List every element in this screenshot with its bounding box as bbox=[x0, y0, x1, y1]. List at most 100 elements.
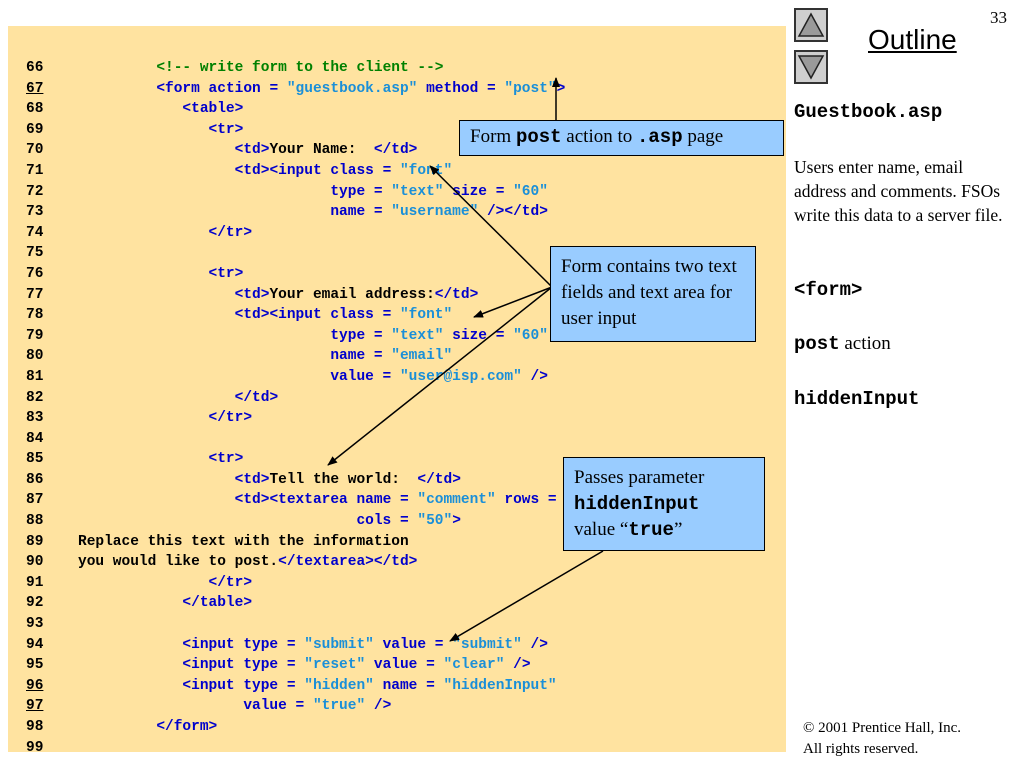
code-line: 77 <td>Your email address:</td> bbox=[26, 285, 591, 306]
line-number: 76 bbox=[26, 265, 44, 282]
code-token: "reset" bbox=[304, 657, 366, 674]
previous-slide-button[interactable] bbox=[794, 8, 828, 42]
slide-number: 33 bbox=[990, 8, 1007, 27]
code-line: 72 type = "text" size = "60" bbox=[26, 182, 591, 203]
code-token: > bbox=[556, 80, 566, 97]
callout-code: post bbox=[515, 126, 562, 148]
line-number: 85 bbox=[26, 451, 44, 468]
copyright-notice: © 2001 Prentice Hall, Inc. All rights re… bbox=[803, 718, 961, 760]
code-token: value = bbox=[373, 636, 453, 653]
code-token: "user@isp.com" bbox=[399, 368, 522, 385]
code-token: "post" bbox=[504, 80, 557, 97]
line-number: 75 bbox=[26, 245, 44, 262]
code-token: > bbox=[452, 513, 461, 530]
code-token: method = bbox=[417, 80, 505, 97]
line-number: 72 bbox=[26, 183, 44, 200]
sidebar-term-post: post action bbox=[794, 333, 891, 355]
code-line: 85 <tr> bbox=[26, 449, 591, 470]
line-number: 87 bbox=[26, 492, 44, 509]
term-text: action bbox=[839, 333, 891, 354]
code-line: 83 </tr> bbox=[26, 408, 591, 429]
code-token: Replace this text with the information bbox=[78, 533, 409, 550]
line-number: 82 bbox=[26, 389, 44, 406]
code-line: 95 <input type = "reset" value = "clear"… bbox=[26, 655, 591, 676]
code-line: 92 </table> bbox=[26, 593, 591, 614]
callout-text: value “ bbox=[574, 519, 629, 540]
code-token: name = bbox=[330, 348, 392, 365]
code-token: Tell the world: bbox=[269, 471, 418, 488]
code-token: <form action = bbox=[156, 80, 287, 97]
line-number: 69 bbox=[26, 121, 44, 138]
callout-text: page bbox=[682, 126, 724, 147]
code-token: value = bbox=[365, 657, 444, 674]
line-number: 83 bbox=[26, 410, 44, 427]
line-number: 99 bbox=[26, 739, 44, 756]
code-token: <td> bbox=[234, 471, 270, 488]
code-token: </tr> bbox=[208, 410, 253, 427]
sidebar-description: Users enter name, email address and comm… bbox=[794, 157, 1003, 225]
code-token: "text" bbox=[391, 327, 444, 344]
line-number: 84 bbox=[26, 430, 44, 447]
code-token: </table> bbox=[182, 595, 253, 612]
code-token: "email" bbox=[391, 348, 453, 365]
callout-text: action to bbox=[561, 126, 637, 147]
copyright-line: All rights reserved. bbox=[803, 741, 919, 757]
code-line: 69 <tr> bbox=[26, 120, 591, 141]
callout-form-post-action: Form post action to .asp page bbox=[459, 120, 784, 156]
callout-hidden-input: Passes parameter hiddenInput value “true… bbox=[563, 457, 765, 551]
code-token: <td> bbox=[234, 142, 270, 159]
line-number: 66 bbox=[26, 60, 44, 76]
callout-text: Passes parameter bbox=[574, 467, 705, 488]
code-token: /></td> bbox=[478, 204, 548, 221]
code-token: Your Name: bbox=[269, 142, 374, 159]
next-slide-button[interactable] bbox=[794, 50, 828, 84]
code-token: size = bbox=[443, 327, 514, 344]
line-number: 90 bbox=[26, 554, 44, 571]
line-number: 81 bbox=[26, 368, 44, 385]
line-number: 93 bbox=[26, 616, 44, 633]
code-line: 79 type = "text" size = "60" bbox=[26, 326, 591, 347]
callout-code: true bbox=[628, 519, 674, 541]
code-token: "submit" bbox=[452, 636, 522, 653]
outline-link[interactable]: Outline bbox=[868, 24, 957, 55]
code-token: <td><input class = bbox=[234, 162, 400, 179]
callout-text: Form bbox=[470, 126, 516, 147]
code-token: Your email address: bbox=[269, 286, 435, 303]
code-token: /> bbox=[521, 636, 548, 653]
code-token: "60" bbox=[513, 327, 548, 344]
triangle-down-icon bbox=[797, 55, 825, 80]
code-line: 74 </tr> bbox=[26, 223, 591, 244]
code-line: 78 <td><input class = "font" bbox=[26, 305, 591, 326]
code-token: </td> bbox=[373, 142, 418, 159]
code-line: 84 bbox=[26, 429, 591, 450]
line-number: 77 bbox=[26, 286, 44, 303]
sidebar-term-hiddeninput: hiddenInput bbox=[794, 388, 919, 410]
arrow-to-username-field bbox=[429, 165, 553, 288]
line-number: 94 bbox=[26, 636, 44, 653]
code-token: you would like to post. bbox=[78, 554, 279, 571]
code-token: <td> bbox=[234, 286, 270, 303]
code-token: cols = bbox=[356, 513, 418, 530]
code-line: 96 <input type = "hidden" name = "hidden… bbox=[26, 676, 591, 697]
code-line: 81 value = "user@isp.com" /> bbox=[26, 367, 591, 388]
code-token: "50" bbox=[417, 513, 453, 530]
code-line: 97 value = "true" /> bbox=[26, 696, 591, 717]
code-token: rows = bbox=[495, 492, 566, 509]
code-token: <input type = bbox=[182, 677, 305, 694]
code-line: 71 <td><input class = "font" bbox=[26, 161, 591, 182]
term-code: hiddenInput bbox=[794, 388, 920, 410]
code-line: 88 cols = "50"> bbox=[26, 511, 591, 532]
callout-code: hiddenInput bbox=[574, 493, 700, 515]
callout-text: Form contains two text fields and text a… bbox=[561, 256, 737, 329]
sidebar-filename: Guestbook.asp bbox=[794, 101, 943, 123]
line-number: 68 bbox=[26, 101, 44, 118]
code-token: type = bbox=[330, 183, 392, 200]
code-token: "submit" bbox=[304, 636, 374, 653]
term-code: <form> bbox=[794, 279, 863, 301]
code-token: "60" bbox=[513, 183, 548, 200]
code-token: /> bbox=[365, 698, 392, 715]
code-line: 94 <input type = "submit" value = "submi… bbox=[26, 635, 591, 656]
code-line: 76 <tr> bbox=[26, 264, 591, 285]
